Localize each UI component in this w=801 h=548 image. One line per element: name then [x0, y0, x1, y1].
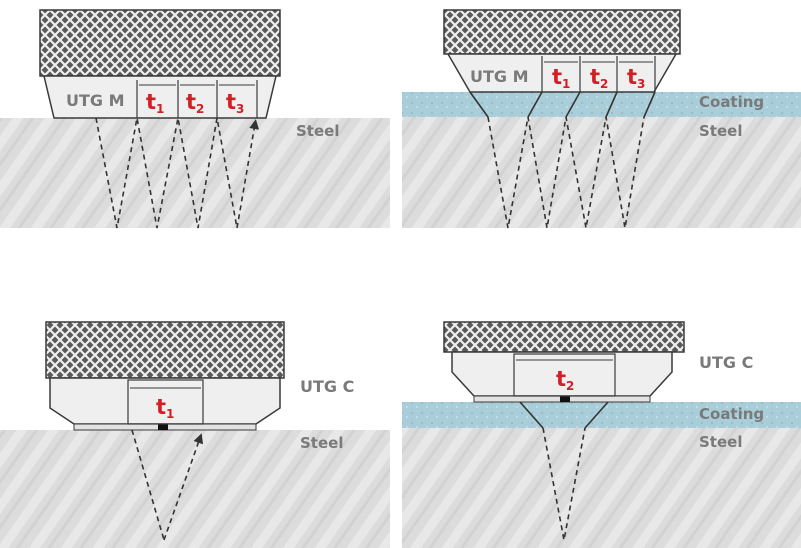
model-label: UTG M [66, 91, 125, 110]
coating-label: Coating [699, 405, 764, 423]
time-label-t1: t1 [552, 65, 570, 91]
steel-block [402, 428, 801, 548]
panel-utgm-steel: Steel UTG M t1 t2 t3 [0, 9, 390, 229]
time-label-t3: t3 [627, 65, 645, 91]
time-label-t3: t3 [226, 90, 244, 116]
ultrasonic-beam-paths [542, 427, 586, 541]
probe-grip [45, 321, 285, 379]
ultrasonic-beam-paths [469, 91, 656, 118]
ultrasonic-beam-paths [95, 117, 260, 229]
probe-grip [443, 321, 685, 353]
panel-utgc-steel: Steel UTG C t1 [0, 321, 390, 548]
segment-box [127, 379, 204, 425]
transducer-element [158, 424, 168, 430]
probe-housing [446, 53, 678, 93]
model-label: UTG M [470, 67, 529, 86]
time-label-t2: t2 [556, 367, 574, 393]
steel-label: Steel [699, 433, 742, 451]
probe-grip [39, 9, 281, 77]
steel-block [402, 117, 801, 228]
panel-utgm-coating: Coating Steel UTG M t1 t2 t3 [402, 9, 801, 229]
ultrasonic-beam-paths [519, 401, 609, 429]
coating-layer [402, 402, 801, 428]
steel-label: Steel [296, 122, 339, 140]
steel-label: Steel [699, 122, 742, 140]
coating-layer [402, 92, 801, 117]
time-label-t1: t1 [146, 90, 164, 116]
model-label: UTG C [300, 377, 354, 396]
time-label-t1: t1 [156, 395, 174, 421]
steel-label: Steel [300, 434, 343, 452]
probe-grip [443, 9, 681, 55]
time-label-t2: t2 [186, 90, 204, 116]
ultrasonic-beam-paths [131, 429, 204, 541]
segment-box [513, 353, 616, 397]
steel-block [0, 430, 390, 548]
transducer-element [560, 396, 570, 402]
ultrasonic-beam-paths [487, 116, 645, 229]
probe-housing [43, 75, 277, 119]
panel-utgc-coating: Coating Steel UTG C t2 [402, 321, 801, 548]
time-label-t2: t2 [590, 65, 608, 91]
model-label: UTG C [699, 353, 753, 372]
coating-label: Coating [699, 93, 764, 111]
